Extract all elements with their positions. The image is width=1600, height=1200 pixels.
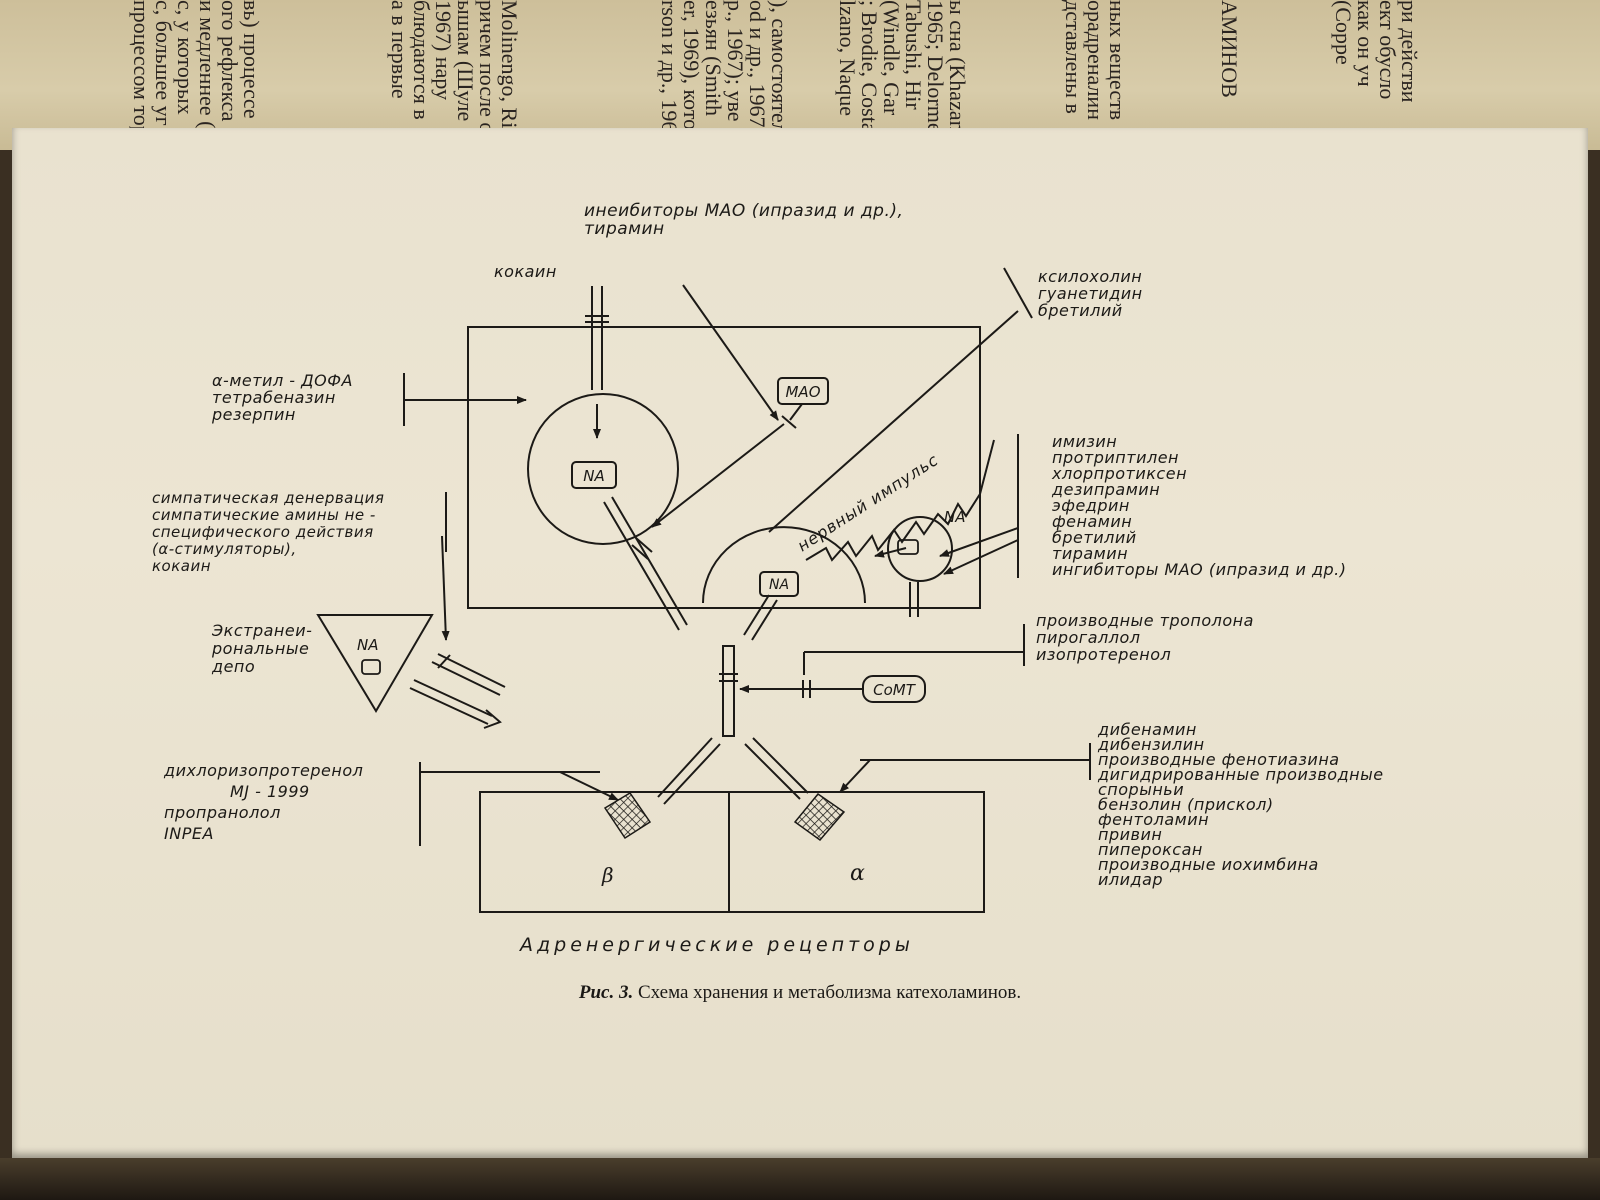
- receptor-box: [479, 791, 985, 913]
- mao-enzyme: МАО: [777, 377, 829, 405]
- na-big-vesicle: NA: [571, 461, 617, 489]
- synaptic-cleft: [722, 645, 735, 737]
- book-page: [12, 128, 1588, 1158]
- comt-inhibitors-list: производные трополона пирогаллол изопрот…: [1036, 611, 1254, 664]
- na-reuptake: NA: [944, 508, 965, 526]
- svg-text:CoMT: CoMT: [873, 681, 917, 699]
- mao-inhibitors-top-label: инеибиторы МАО (ипразид и др.), тирамин: [584, 201, 904, 239]
- background-book-page: вь) процессе ого рефлекса и медленнее (А…: [0, 0, 1600, 150]
- na-extraneuronal-pocket: [361, 659, 381, 675]
- cocaine-top-label: кокаин: [494, 262, 557, 281]
- bottom-edge: [0, 1158, 1600, 1200]
- release-arrow: [603, 496, 688, 631]
- svg-text:МАО: МАО: [785, 383, 820, 401]
- beta-symbol: β: [601, 863, 614, 887]
- caption-text: Схема хранения и метаболизма катехоламин…: [633, 982, 1022, 1003]
- svg-text:NA: NA: [583, 467, 604, 485]
- alpha-symbol: α: [850, 861, 865, 886]
- svg-text:NA: NA: [769, 577, 789, 593]
- comt-enzyme: CoMT: [862, 675, 926, 703]
- cocaine-channel: [591, 286, 603, 390]
- receptors-title: Адренергические рецепторы: [520, 934, 914, 956]
- extraneuronal-depot: [316, 614, 434, 713]
- beta-blockers-list: дихлоризопротеренол MJ - 1999 пропраноло…: [164, 761, 364, 843]
- extraneuronal-depot-label: Экстранеи- рональные депо: [212, 621, 313, 676]
- adrenergic-neuron-blockers-list: ксилохолин гуанетидин бретилий: [1038, 267, 1143, 320]
- reuptake-vesicle: [887, 516, 953, 582]
- alpha-methyl-list: α-метил - ДОФА тетрабеназин резерпин: [212, 371, 353, 424]
- nerve-impulse-zigzag: [805, 439, 995, 562]
- na-reuptake-pocket: [897, 539, 919, 555]
- alpha-receptor-grid: [793, 792, 846, 842]
- caption-number: Рис. 3.: [578, 982, 634, 1003]
- nerve-terminal: [467, 326, 981, 609]
- reuptake-inhibitors-list: имизин протриптилен хлорпротиксен дезипр…: [1052, 432, 1347, 579]
- alpha-blockers-list: дибенамин дибензилин производные фенотиа…: [1098, 720, 1384, 889]
- vesicle-semicircle: [702, 526, 866, 604]
- sympathetic-denervation-list: симпатическая денервация симпатические а…: [152, 489, 385, 575]
- na-semicircle: NA: [759, 571, 799, 597]
- beta-receptor-grid: [603, 791, 652, 840]
- storage-vesicle: [527, 393, 679, 545]
- figure-caption: Рис. 3. Схема хранения и метаболизма кат…: [0, 982, 1600, 1004]
- na-extraneuronal: NA: [357, 636, 378, 654]
